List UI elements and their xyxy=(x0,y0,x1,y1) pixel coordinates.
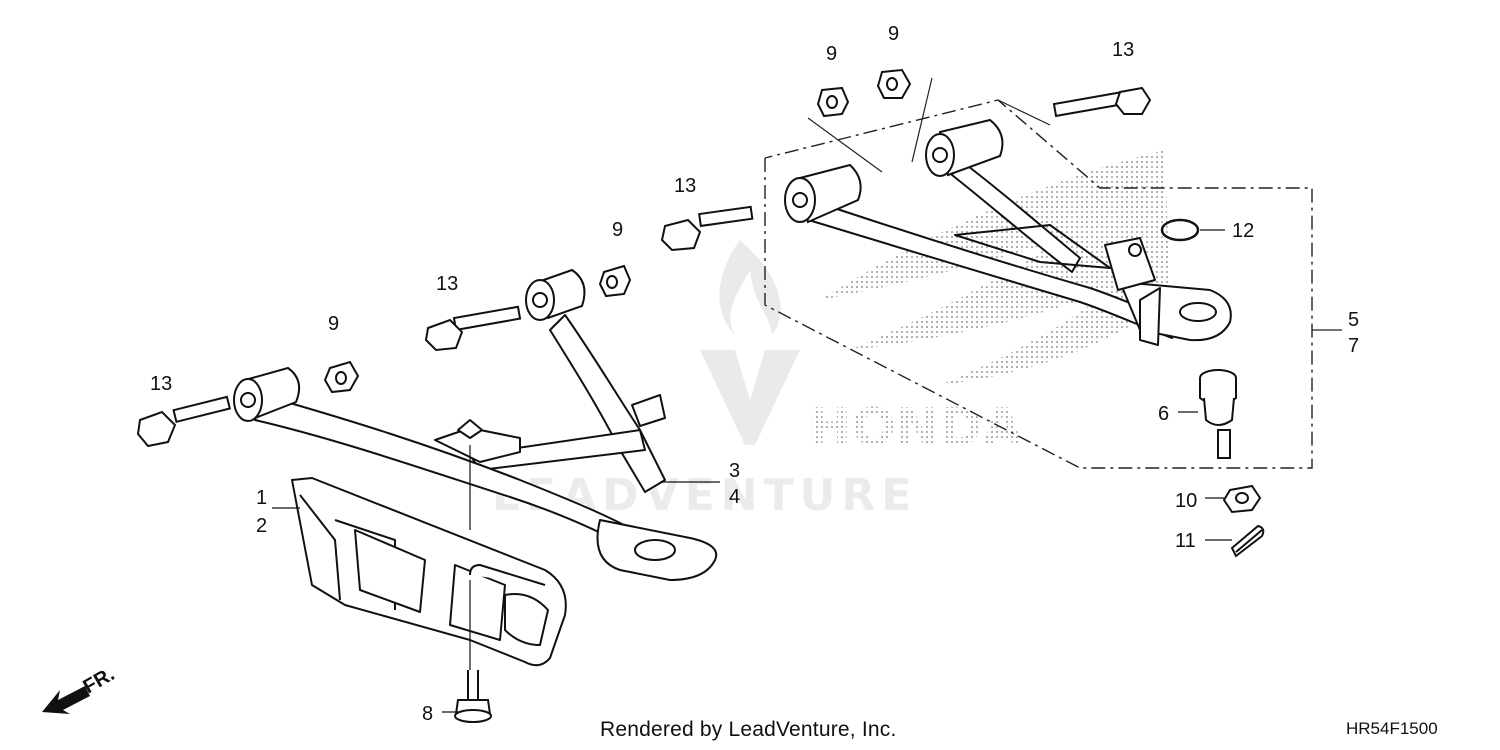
bolt-13-icons xyxy=(136,86,1152,448)
skid-plate xyxy=(291,477,567,667)
callout-13: 13 xyxy=(436,273,458,295)
callout-7: 7 xyxy=(1348,335,1359,357)
callout-1: 1 xyxy=(256,487,267,509)
callout-10: 10 xyxy=(1175,490,1197,512)
nut-icon xyxy=(598,264,632,298)
callout-13: 13 xyxy=(150,373,172,395)
honda-watermark-text: HONDA xyxy=(808,398,1023,458)
right-upper-arm xyxy=(801,159,1232,346)
snap-ring-12-icon xyxy=(1160,218,1200,242)
right-upper-arm-bushings xyxy=(784,118,1004,224)
honda-wing-watermark: HONDA xyxy=(808,150,1170,458)
front-direction-arrow-icon xyxy=(42,686,90,714)
callout-13: 13 xyxy=(674,175,696,197)
nut-9-icons xyxy=(323,68,912,394)
callout-3: 3 xyxy=(729,460,740,482)
rendered-by-credit: Rendered by LeadVenture, Inc. xyxy=(600,718,897,741)
bolt-icon xyxy=(1052,86,1152,118)
ball-joint-6-icon xyxy=(1199,369,1237,459)
diagram-code: HR54F1500 xyxy=(1346,719,1438,738)
callout-9: 9 xyxy=(888,23,899,45)
callout-6: 6 xyxy=(1158,403,1169,425)
cotter-pin-11-icon xyxy=(1230,524,1265,558)
callout-13: 13 xyxy=(1112,39,1134,61)
flange-bolt-8-icon xyxy=(454,670,492,723)
assembly-bracket xyxy=(764,99,1313,469)
callout-11: 11 xyxy=(1175,530,1196,552)
callout-2: 2 xyxy=(256,515,267,537)
callout-9: 9 xyxy=(826,43,837,65)
callout-4: 4 xyxy=(729,486,740,508)
callout-leader-lines xyxy=(807,77,1342,331)
callout-8: 8 xyxy=(422,703,433,725)
bolt-icon xyxy=(136,395,232,448)
callout-9: 9 xyxy=(612,219,623,241)
left-lower-arm xyxy=(254,314,718,581)
callout-leaders xyxy=(272,229,1232,713)
callout-9: 9 xyxy=(328,313,339,335)
nut-icon xyxy=(816,86,850,118)
nut-icon xyxy=(876,68,912,99)
callout-12: 12 xyxy=(1232,220,1254,242)
bolt-icon xyxy=(424,305,522,352)
bolt-icon xyxy=(660,205,754,252)
callout-5: 5 xyxy=(1348,309,1359,331)
left-lower-arm-bushings xyxy=(233,268,586,422)
castle-nut-10-icon xyxy=(1222,484,1262,514)
nut-icon xyxy=(323,360,360,394)
